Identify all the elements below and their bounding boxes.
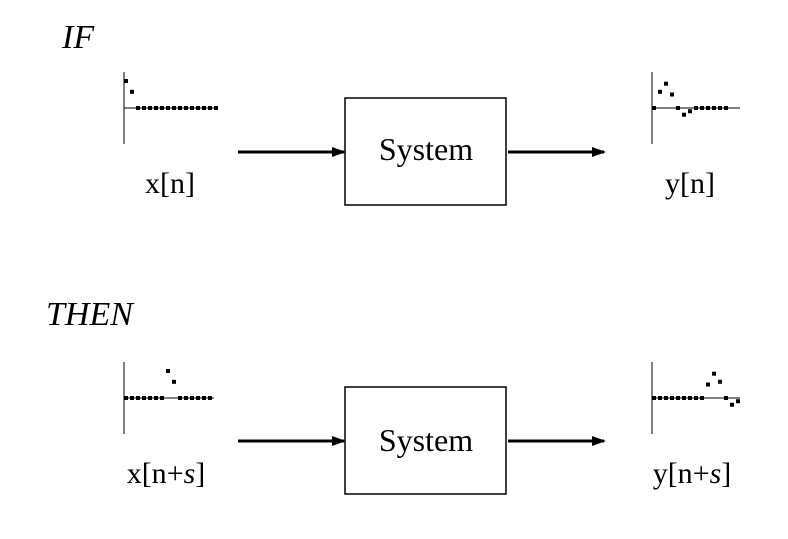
shifted-output-sample-dot <box>718 379 722 384</box>
shifted-input-sample-dot <box>184 396 188 400</box>
output-label-close: ] <box>705 167 715 200</box>
system-box-shifted <box>344 386 507 495</box>
input-sample-dot <box>154 106 158 110</box>
input-sample-dot <box>172 106 176 110</box>
input-sample-dot <box>148 106 152 110</box>
output-sample-dot <box>712 106 716 110</box>
input-sample-dot <box>208 106 212 110</box>
input-sample-dot <box>202 106 206 110</box>
shifted-input-sample-dot <box>166 369 170 373</box>
output-sample-dot <box>670 92 674 97</box>
shifted-input-sample-dot <box>202 396 206 400</box>
system-box <box>344 97 507 206</box>
panel-if: IF x[n] System y[n] <box>61 19 740 206</box>
system-label: System <box>379 131 473 167</box>
output-sample-dot <box>682 112 686 117</box>
shifted-output-sample-dot <box>712 371 716 376</box>
shifted-output-sample-dot <box>694 396 698 400</box>
output-sample-dot <box>664 81 668 86</box>
shifted-input-sample-dot <box>190 396 194 400</box>
shifted-output-signal-plot <box>651 362 740 434</box>
system-label-shifted: System <box>379 422 473 458</box>
shifted-input-label-close: ] <box>195 457 205 490</box>
shifted-output-sample-dot <box>664 396 668 400</box>
output-sample-dot <box>694 106 698 110</box>
shifted-input-sample-dot <box>154 396 158 400</box>
shifted-input-signal-label: x[n+s] <box>127 457 206 490</box>
output-sample-dot <box>688 109 692 114</box>
shifted-input-label-base: x[n <box>127 457 167 490</box>
shifted-input-sample-dot <box>136 396 140 400</box>
output-sample-dot <box>718 106 722 110</box>
shifted-output-label-base: y[n <box>653 457 693 490</box>
input-sample-dot <box>196 106 200 110</box>
shifted-output-sample-dot <box>682 396 686 400</box>
shifted-output-sample-dot <box>652 396 656 400</box>
input-sample-dot <box>166 106 170 110</box>
shifted-output-sample-dot <box>700 396 704 400</box>
output-sample-dot <box>676 106 680 110</box>
input-signal-label: x[n] <box>145 167 195 200</box>
input-sample-dot <box>178 106 182 110</box>
shifted-output-sample-dot <box>730 402 734 407</box>
output-signal-label: y[n] <box>665 167 715 200</box>
shifted-output-sample-dot <box>706 382 710 387</box>
shifted-input-label-shift: s <box>184 457 196 490</box>
input-sample-dot <box>130 89 134 94</box>
shifted-output-sample-dot <box>724 396 728 400</box>
output-signal-plot <box>651 72 740 144</box>
shifted-input-sample-dot <box>160 396 164 400</box>
shifted-input-signal-plot <box>123 362 214 434</box>
shifted-input-sample-dot <box>196 396 200 400</box>
input-sample-dot <box>142 106 146 110</box>
input-sample-dot <box>190 106 194 110</box>
shifted-output-sample-dot <box>688 396 692 400</box>
output-sample-dot <box>706 106 710 110</box>
shifted-input-sample-dot <box>130 396 134 400</box>
panel-then: THEN x[n+s] System y[n+s] <box>46 296 740 495</box>
output-sample-dot <box>652 106 656 110</box>
input-sample-dot <box>184 106 188 110</box>
shifted-output-label-close: ] <box>721 457 731 490</box>
input-label-base: x[n <box>145 167 185 200</box>
shifted-output-sample-dot <box>670 396 674 400</box>
shifted-output-label-plus: + <box>693 457 710 490</box>
shifted-input-sample-dot <box>124 396 128 400</box>
output-sample-dot <box>700 106 704 110</box>
shifted-output-signal-label: y[n+s] <box>653 457 732 490</box>
output-label-base: y[n <box>665 167 705 200</box>
shifted-input-sample-dot <box>172 379 176 384</box>
shifted-input-label-plus: + <box>167 457 184 490</box>
shifted-input-sample-dot <box>178 396 182 400</box>
if-heading: IF <box>61 19 95 56</box>
shifted-input-sample-dot <box>148 396 152 400</box>
output-sample-dot <box>724 106 728 110</box>
input-label-close: ] <box>185 167 195 200</box>
shifted-input-sample-dot <box>208 396 212 400</box>
input-sample-dot <box>124 79 128 83</box>
input-sample-dot <box>160 106 164 110</box>
input-sample-dot <box>214 106 218 110</box>
shifted-output-sample-dot <box>658 396 662 400</box>
shifted-output-sample-dot <box>676 396 680 400</box>
shifted-input-sample-dot <box>142 396 146 400</box>
output-sample-dot <box>658 89 662 94</box>
shifted-output-label-shift: s <box>710 457 722 490</box>
input-signal-plot <box>123 72 218 144</box>
shifted-output-sample-dot <box>736 399 740 404</box>
then-heading: THEN <box>46 296 135 333</box>
input-sample-dot <box>136 106 140 110</box>
